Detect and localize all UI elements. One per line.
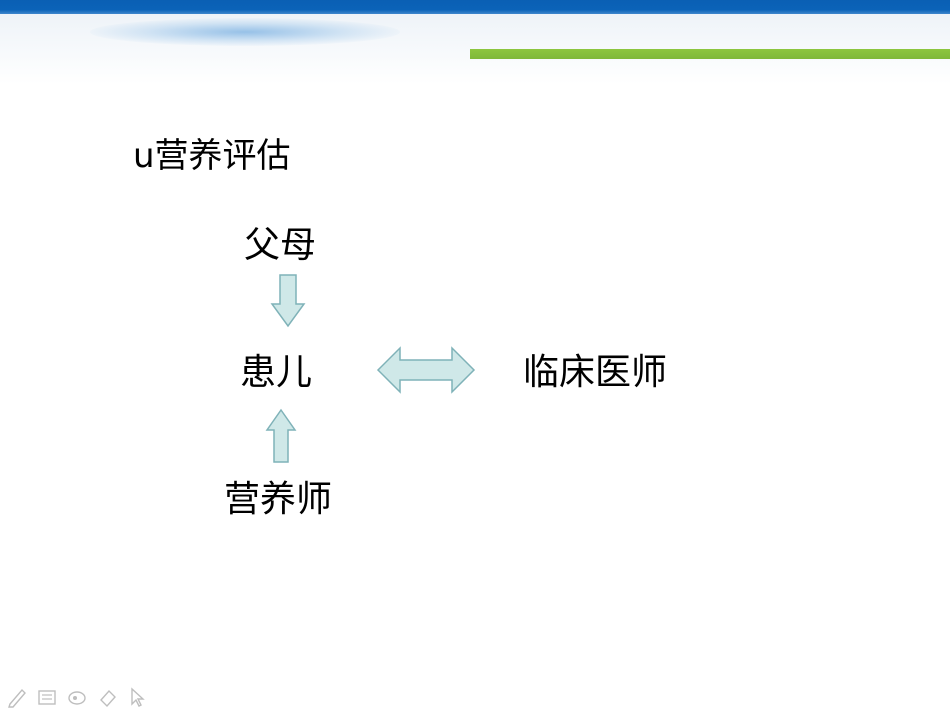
- pen-icon[interactable]: [6, 686, 28, 708]
- slide-title: u营养评估: [133, 136, 291, 176]
- node-patient: 患儿: [240, 352, 313, 393]
- node-parents: 父母: [244, 225, 317, 266]
- node-doctor: 临床医师: [523, 352, 668, 393]
- green-accent-bar: [470, 49, 950, 59]
- slides-icon[interactable]: [36, 686, 58, 708]
- pointer-icon[interactable]: [126, 686, 148, 708]
- header-glow: [90, 18, 400, 46]
- eraser-icon[interactable]: [96, 686, 118, 708]
- up-arrow-icon: [265, 408, 297, 463]
- highlighter-icon[interactable]: [66, 686, 88, 708]
- node-dietitian: 营养师: [224, 479, 333, 520]
- double-arrow-icon: [376, 346, 476, 394]
- presenter-toolbar: [6, 686, 156, 708]
- down-arrow-icon: [270, 274, 306, 328]
- top-blue-bar: [0, 0, 950, 14]
